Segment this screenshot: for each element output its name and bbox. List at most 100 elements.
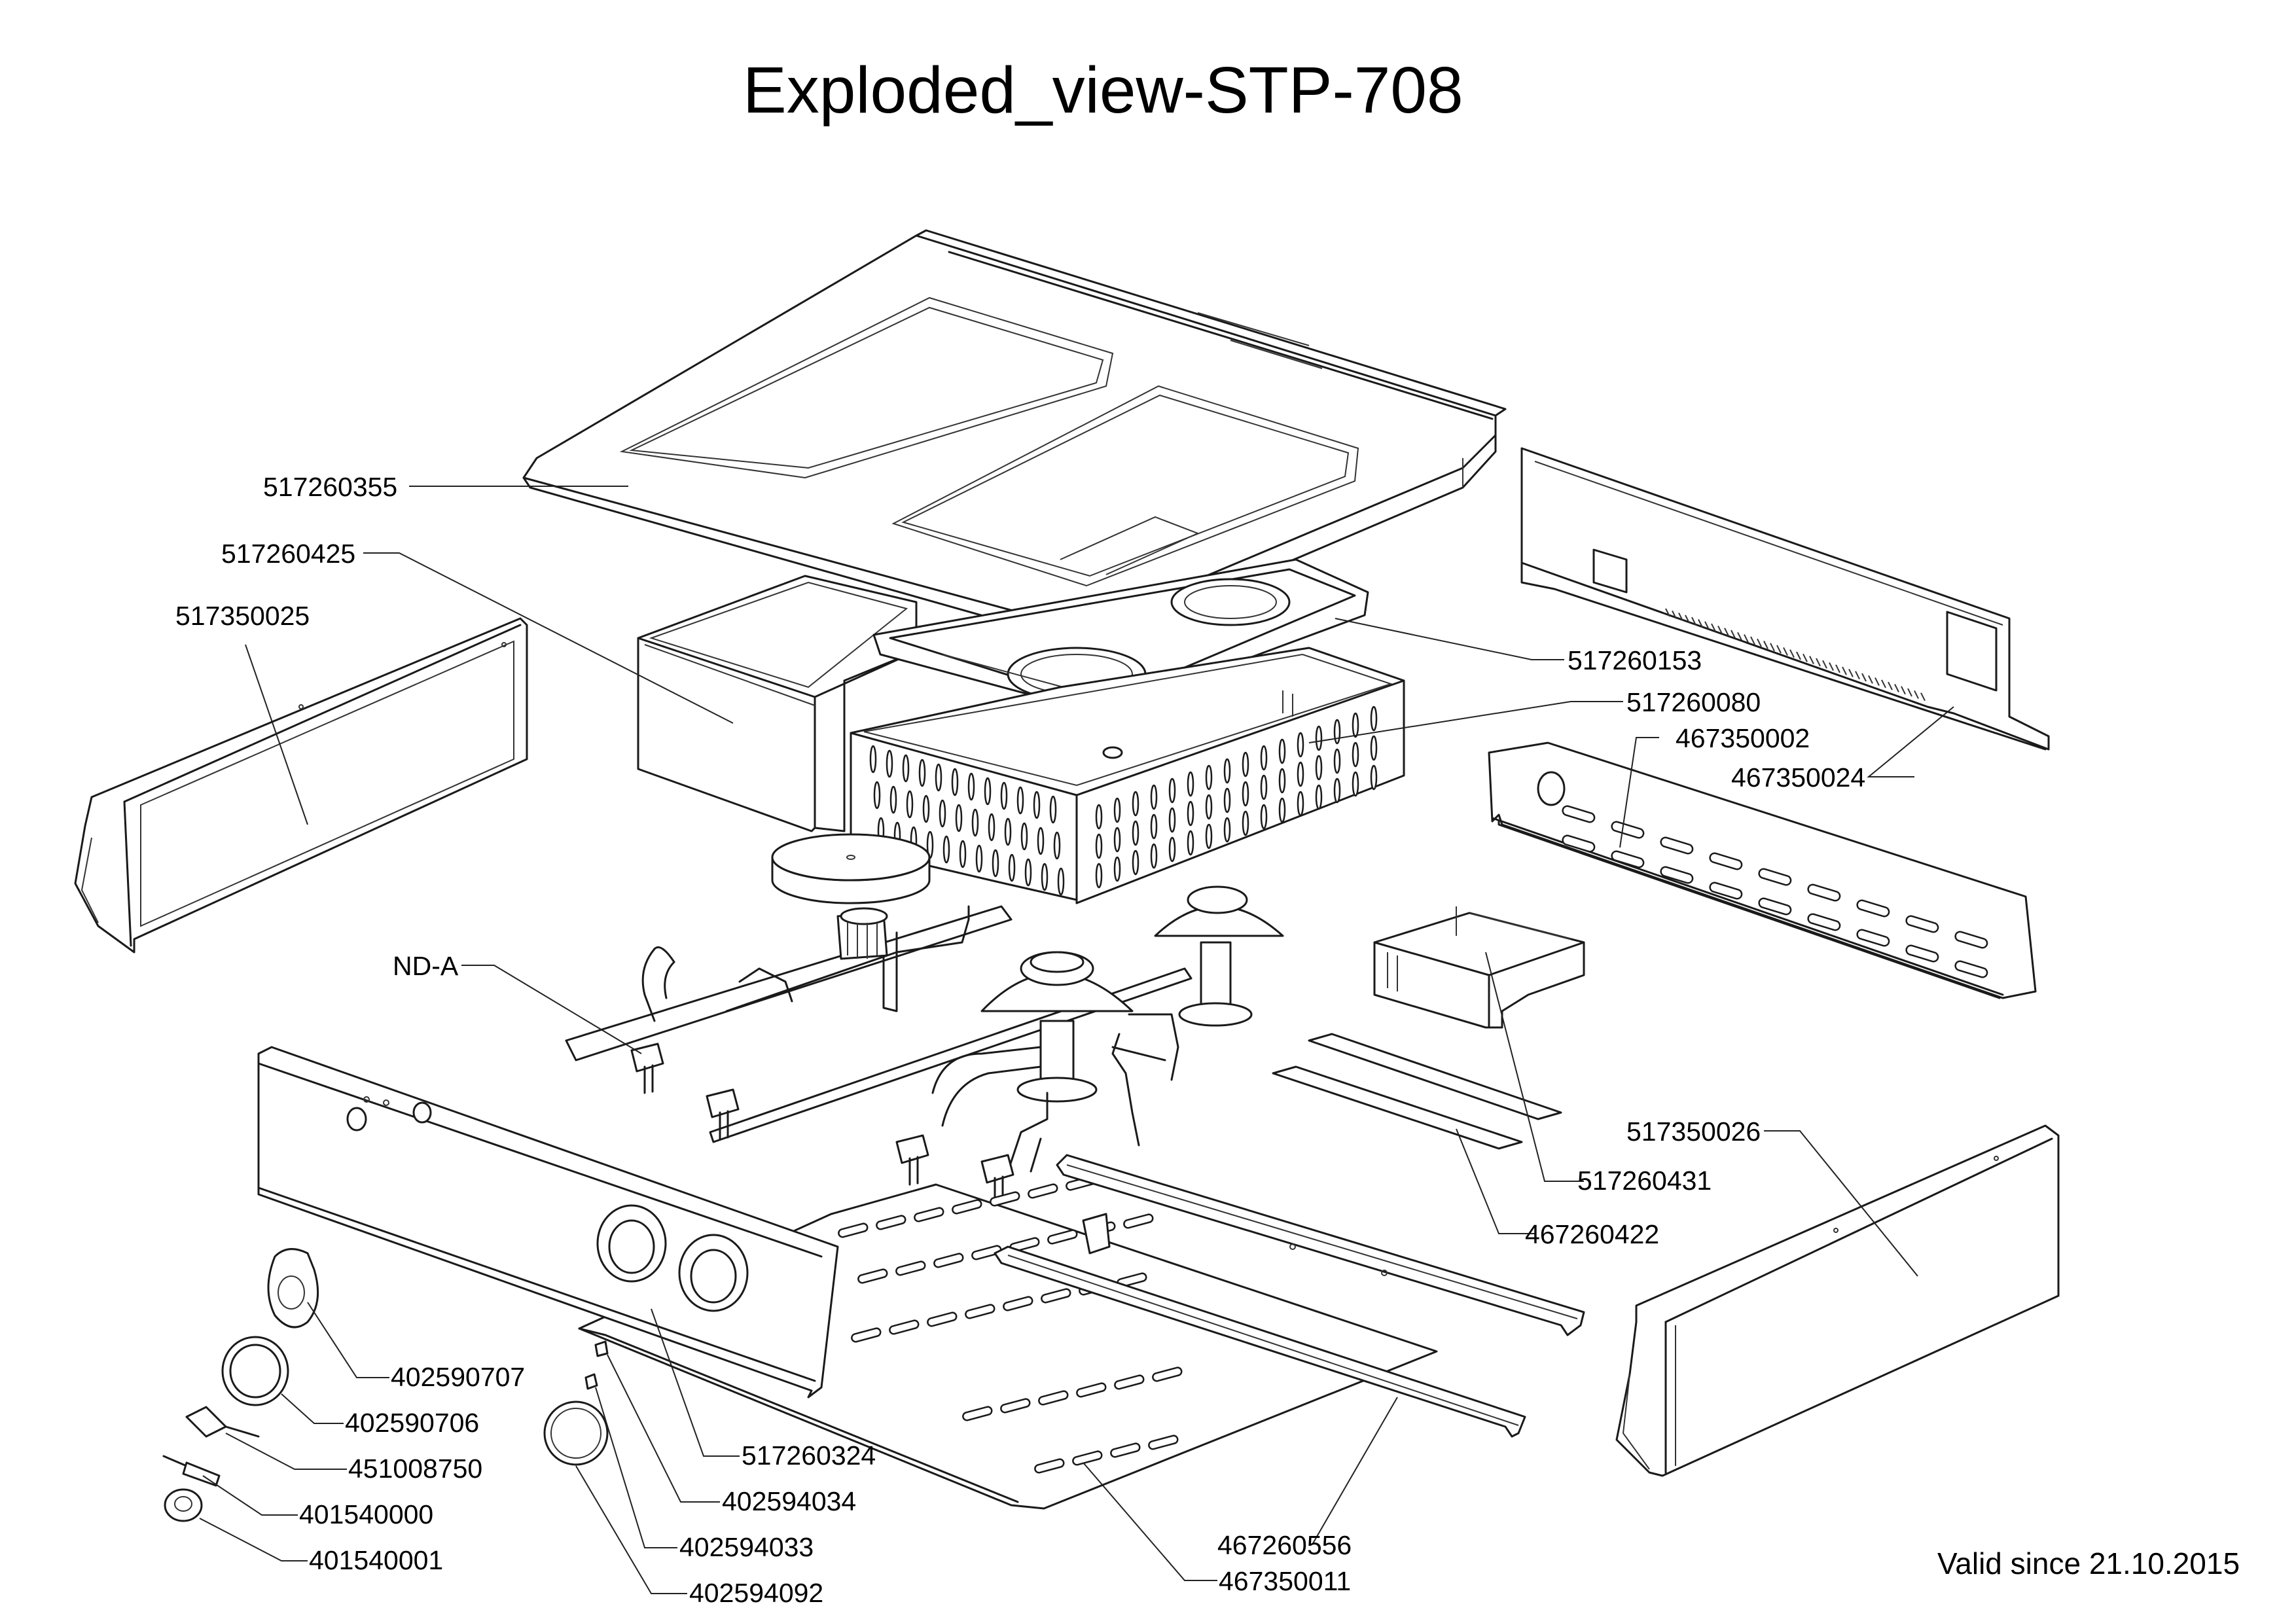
nut-small[interactable]	[584, 1373, 598, 1390]
label-467350011[interactable]: 467350011	[1219, 1566, 1351, 1596]
bracket-slot	[1905, 944, 1939, 963]
vent-slot	[1168, 836, 1176, 863]
label-402590706[interactable]: 402590706	[345, 1408, 479, 1438]
grille-slot	[1894, 684, 1899, 692]
label-nd-a[interactable]: ND-A	[393, 951, 459, 981]
grille-slot	[1744, 634, 1749, 643]
left-tray[interactable]	[637, 575, 918, 832]
plate-slot	[1000, 1398, 1031, 1414]
vent-slot	[1187, 800, 1194, 827]
plate-slot	[914, 1207, 944, 1222]
burner-plate[interactable]	[771, 833, 931, 904]
vent-slot	[1113, 797, 1121, 823]
label-517350026[interactable]: 517350026	[1626, 1116, 1761, 1147]
plate-slot	[1076, 1382, 1107, 1398]
vent-slot	[1016, 786, 1024, 815]
vent-slot	[1132, 849, 1139, 876]
front-rails[interactable]	[994, 1154, 1585, 1438]
plate-slot	[933, 1253, 964, 1268]
label-402590707[interactable]: 402590707	[391, 1362, 525, 1392]
rear-panel[interactable]	[1520, 447, 2050, 751]
vent-slot	[988, 813, 996, 842]
label-517260153[interactable]: 517260153	[1568, 645, 1702, 675]
label-517260080[interactable]: 517260080	[1626, 687, 1761, 717]
label-517260355[interactable]: 517260355	[263, 472, 397, 502]
left-side-panel[interactable]	[74, 617, 528, 954]
valve-body	[630, 1043, 664, 1073]
label-402594033[interactable]: 402594033	[679, 1532, 814, 1562]
plate-slot	[1123, 1213, 1154, 1229]
label-402594092[interactable]: 402594092	[689, 1578, 823, 1608]
grille-slot	[1920, 692, 1926, 702]
vent-slot	[1057, 867, 1065, 896]
label-467260422[interactable]: 467260422	[1525, 1219, 1659, 1249]
grille-slot	[1914, 690, 1919, 699]
vent-slot	[922, 794, 930, 823]
clip-square[interactable]	[594, 1340, 609, 1357]
ring-washer[interactable]	[543, 1400, 609, 1466]
vent-slot	[1132, 791, 1139, 817]
label-402594034[interactable]: 402594034	[722, 1486, 856, 1516]
plate-slot	[857, 1268, 888, 1284]
label-467350002[interactable]: 467350002	[1676, 723, 1810, 753]
vent-slot	[1205, 794, 1213, 820]
vent-slot	[1352, 712, 1359, 738]
label-517260425[interactable]: 517260425	[221, 539, 355, 569]
grille-slot	[1789, 649, 1795, 658]
bracket-slot	[1611, 821, 1645, 839]
igniter-electrode[interactable]	[162, 1455, 221, 1487]
vent-slot	[1187, 830, 1194, 856]
vent-slot	[1000, 781, 1008, 810]
vent-slot	[1278, 768, 1286, 794]
lid-frame[interactable]	[522, 229, 1507, 648]
vent-slot	[951, 768, 959, 796]
plate-slot	[895, 1260, 926, 1276]
label-467260556[interactable]: 467260556	[1217, 1530, 1352, 1560]
grille-slot	[1901, 686, 1906, 695]
vent-slot	[1187, 771, 1194, 797]
drip-box[interactable]	[1373, 906, 1585, 1029]
grille-slot	[1874, 677, 1880, 687]
bracket-slot	[1954, 960, 1988, 978]
plate-slot	[1152, 1366, 1183, 1382]
igniter-button[interactable]	[164, 1488, 203, 1522]
gas-valve-assembly[interactable]	[565, 885, 1284, 1205]
label-517260431[interactable]: 517260431	[1577, 1166, 1712, 1196]
vent-slot	[1132, 820, 1139, 846]
burner-box[interactable]	[850, 647, 1405, 904]
vent-slot	[1333, 777, 1341, 804]
vent-slot	[1113, 827, 1121, 853]
bracket-slot	[1709, 882, 1743, 900]
plate-slot	[927, 1311, 958, 1327]
plate-slot	[876, 1215, 906, 1230]
label-467350024[interactable]: 467350024	[1731, 762, 1865, 793]
vent-slot	[1278, 797, 1286, 823]
valve-body	[895, 1134, 929, 1164]
vent-slot	[1150, 784, 1158, 810]
label-401540000[interactable]: 401540000	[299, 1499, 433, 1529]
vent-slot	[1260, 804, 1268, 830]
grille-slot	[1881, 679, 1886, 688]
plate-slot	[1038, 1390, 1069, 1406]
label-517260324[interactable]: 517260324	[742, 1440, 876, 1471]
grille-slot	[1842, 666, 1847, 675]
griddle-pan[interactable]	[872, 558, 1369, 715]
label-401540001[interactable]: 401540001	[309, 1545, 443, 1575]
vent-slot	[1033, 791, 1041, 819]
bracket-slot	[1709, 852, 1743, 870]
vent-slot	[1008, 853, 1016, 882]
right-side-panel[interactable]	[1615, 1124, 2060, 1477]
spring-clip[interactable]	[185, 1406, 260, 1438]
plate-slot	[1114, 1374, 1145, 1390]
vent-slot	[1242, 810, 1249, 836]
control-knob[interactable]	[221, 1336, 289, 1406]
bracket-slot	[1660, 866, 1694, 884]
support-strips[interactable]	[1272, 1033, 1562, 1150]
knob-bezel[interactable]	[267, 1248, 319, 1329]
vent-slot	[1095, 863, 1103, 889]
vent-slot	[1242, 751, 1249, 777]
label-517350025[interactable]: 517350025	[175, 601, 310, 631]
label-451008750[interactable]: 451008750	[348, 1454, 482, 1484]
bracket-slot	[1758, 868, 1792, 886]
control-panel[interactable]	[257, 1046, 839, 1399]
